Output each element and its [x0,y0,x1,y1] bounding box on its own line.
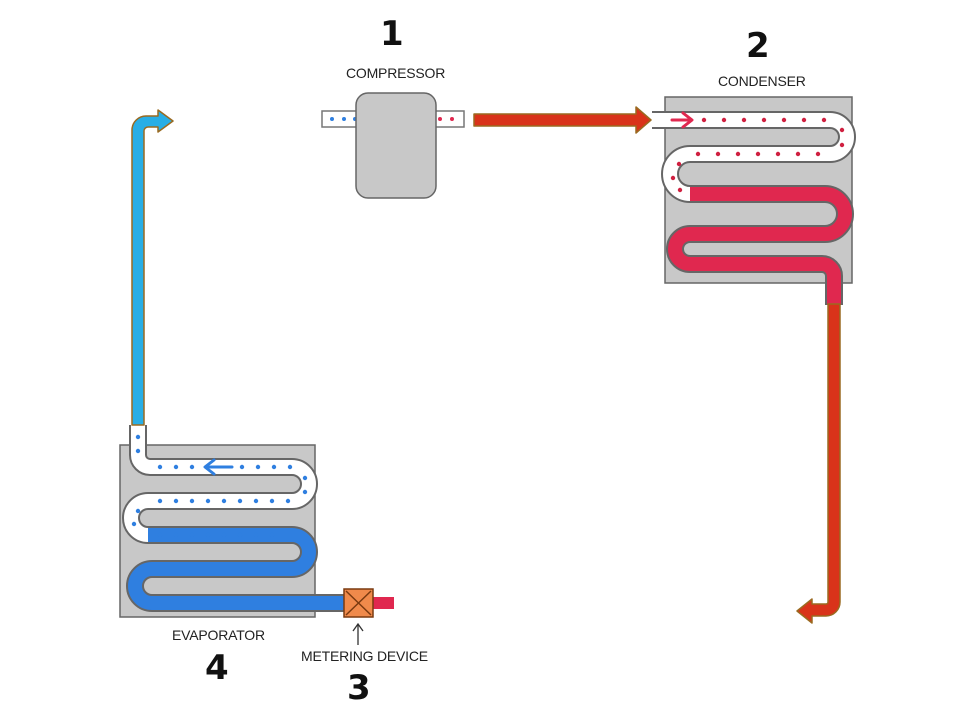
evaporator-flow-arrow-icon [203,458,234,476]
compressor-label: COMPRESSOR [346,65,446,81]
suction-line-arrow [131,109,174,426]
liquid-line-arrow [796,303,841,624]
metering-device-number: 3 [347,668,371,708]
compressor-number: 1 [380,14,404,54]
discharge-line-arrow [473,106,652,134]
condenser [652,96,856,305]
condenser-vapor-dots [670,117,845,193]
evaporator-vapor-dots [131,434,308,538]
evaporator [119,425,345,618]
condenser-label: CONDENSER [718,73,806,89]
compressor-body [355,92,437,199]
condenser-inlet-arrow-icon [670,111,694,129]
evaporator-number: 4 [205,648,229,688]
compressor [321,92,465,199]
evaporator-label: EVAPORATOR [172,627,265,643]
condenser-number: 2 [746,26,770,66]
metering-pointer-arrow-icon [352,622,364,645]
metering-device [343,588,394,645]
metering-inlet-pipe [372,597,394,609]
metering-device-label: METERING DEVICE [301,648,428,664]
metering-valve-x-icon [345,590,372,616]
